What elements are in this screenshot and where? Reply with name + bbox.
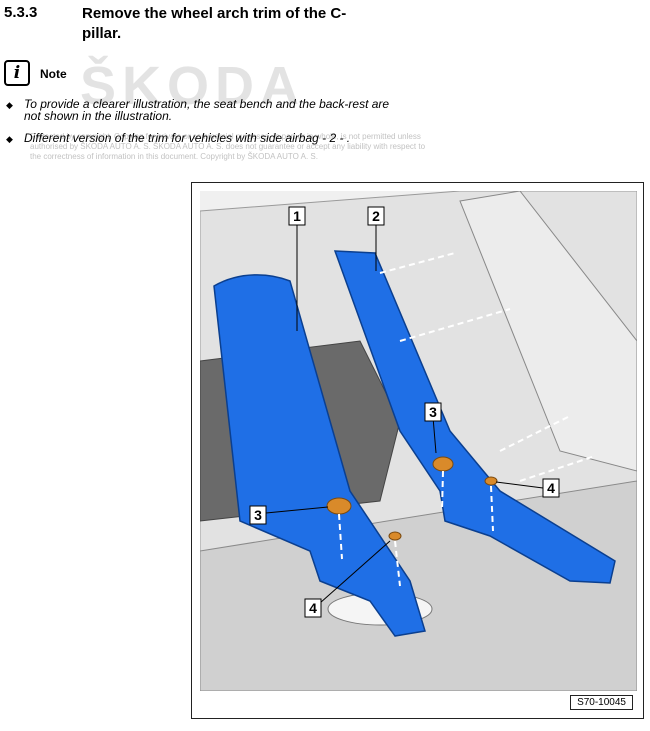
trim-part-1 bbox=[213, 274, 426, 637]
copyright-notice: Protected by copyright. Copying for priv… bbox=[30, 132, 426, 161]
clip-4-left bbox=[388, 531, 402, 541]
bullet-text: Different version of the trim for vehicl… bbox=[24, 131, 351, 145]
bullet-diamond-icon: ◆ bbox=[6, 100, 13, 110]
callout-4-right: 4 bbox=[547, 480, 555, 496]
bullet-text: To provide a clearer illustration, the s… bbox=[24, 97, 390, 123]
skoda-watermark: ŠKODA bbox=[80, 56, 306, 116]
trim-part-2 bbox=[333, 250, 616, 584]
section-title: Remove the wheel arch trim of the C-pill… bbox=[82, 5, 347, 42]
info-icon: i bbox=[4, 60, 30, 86]
callout-2: 2 bbox=[372, 208, 380, 224]
callout-3-lower: 3 bbox=[254, 507, 262, 523]
callout-1: 1 bbox=[293, 208, 301, 224]
c-pillar-trim-illustration: 1 2 3 3 4 4 bbox=[200, 191, 637, 691]
figure-code: S70-10045 bbox=[570, 695, 633, 710]
note-label: Note bbox=[40, 67, 67, 81]
callout-3-upper: 3 bbox=[429, 404, 437, 420]
clip-4-right bbox=[484, 476, 498, 486]
illustration-figure: 1 2 3 3 4 4 S70-10045 bbox=[191, 182, 644, 719]
note-bullet-list: ◆ To provide a clearer illustration, the… bbox=[6, 98, 406, 154]
clip-3-right bbox=[432, 456, 454, 472]
note-bullet: ◆ Different version of the trim for vehi… bbox=[6, 132, 406, 144]
bullet-diamond-icon: ◆ bbox=[6, 134, 13, 144]
callout-4-left: 4 bbox=[309, 600, 317, 616]
section-number: 5.3.3 bbox=[4, 4, 38, 21]
note-bullet: ◆ To provide a clearer illustration, the… bbox=[6, 98, 406, 122]
clip-3-left bbox=[326, 497, 352, 515]
